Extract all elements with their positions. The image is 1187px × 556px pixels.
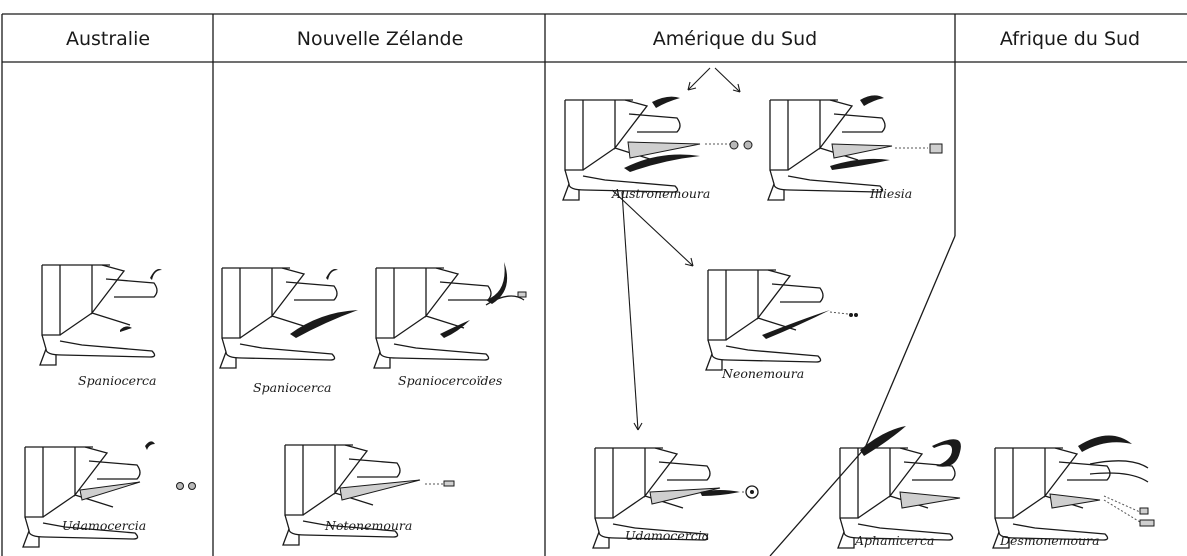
genus-label-aphanicerca: Aphanicerca: [854, 533, 934, 548]
genus-label-spaniocercoides: Spaniocercoïdes: [398, 373, 502, 388]
frame: [1, 13, 1187, 556]
arrows: [611, 67, 741, 431]
genitalia-spaniocercoides: [373, 262, 527, 369]
genitalia-spaniocerca-nz: [219, 267, 358, 369]
genitalia-desmonemoura: [992, 435, 1155, 549]
region-header-south-america: Amérique du Sud: [653, 28, 817, 50]
genitalia-notonemoura: [282, 444, 455, 546]
genus-label-austronemoura: Austronemoura: [611, 186, 710, 201]
genitalia-spaniocerca-australia: [39, 264, 162, 366]
region-header-australia: Australie: [66, 28, 150, 50]
genus-label-illiesia: Illiesia: [869, 186, 912, 201]
genitalia-illiesia: [767, 95, 943, 201]
genitalia-aphanicerca: [837, 426, 961, 549]
genus-label-udamocercia-au: Udamocercia: [62, 518, 146, 533]
genus-label-udamocercia-sa: Udamocercia: [625, 528, 709, 543]
genus-label-spaniocerca-au: Spaniocerca: [78, 373, 156, 388]
genus-label-desmonemoura: Desmonemoura: [999, 533, 1100, 548]
genitalia-udamocercia-australia: [22, 441, 196, 548]
genus-label-spaniocerca-nz: Spaniocerca: [253, 380, 331, 395]
region-header-new-zealand: Nouvelle Zélande: [297, 28, 464, 50]
genitalia-udamocercia-sa: [592, 447, 759, 549]
genitalia-austronemoura: [562, 96, 753, 201]
genus-label-notonemoura: Notonemoura: [324, 518, 412, 533]
genitalia-neonemoura: [705, 269, 858, 371]
region-header-south-africa: Afrique du Sud: [1000, 28, 1140, 50]
genus-label-neonemoura: Neonemoura: [721, 366, 804, 381]
